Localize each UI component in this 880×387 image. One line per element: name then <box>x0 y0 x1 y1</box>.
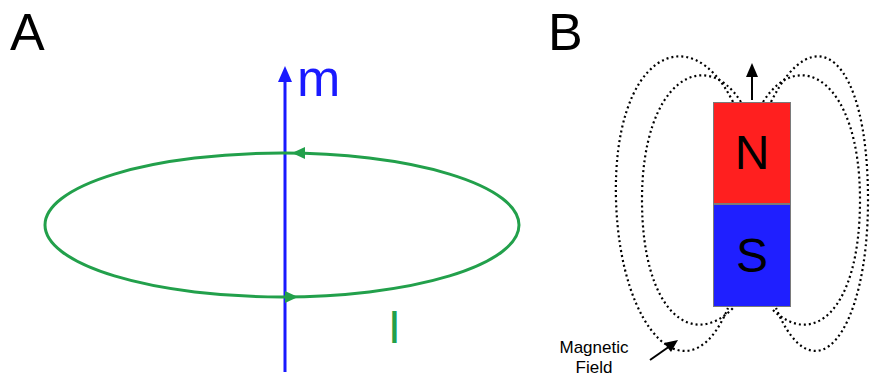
current-symbol: I <box>388 304 401 350</box>
leader-arrowhead <box>664 340 678 352</box>
direction-arrowhead <box>746 63 758 77</box>
panel-letter: B <box>548 6 583 58</box>
field-lines <box>616 56 868 351</box>
south-pole: S <box>713 204 791 307</box>
leader-line <box>650 346 670 360</box>
direction-arrow <box>751 76 753 100</box>
moment-arrowhead <box>278 66 292 82</box>
panel-letter: A <box>10 6 45 58</box>
current-loop <box>45 153 519 297</box>
field-label: Magnetic Field <box>548 338 640 379</box>
current-arrowhead <box>292 147 305 159</box>
pole-letter: S <box>736 232 768 280</box>
current-arrowhead <box>285 291 298 303</box>
pole-letter: N <box>735 129 770 177</box>
moment-axis <box>284 78 287 372</box>
north-pole: N <box>713 102 791 204</box>
moment-symbol: m <box>297 52 340 104</box>
